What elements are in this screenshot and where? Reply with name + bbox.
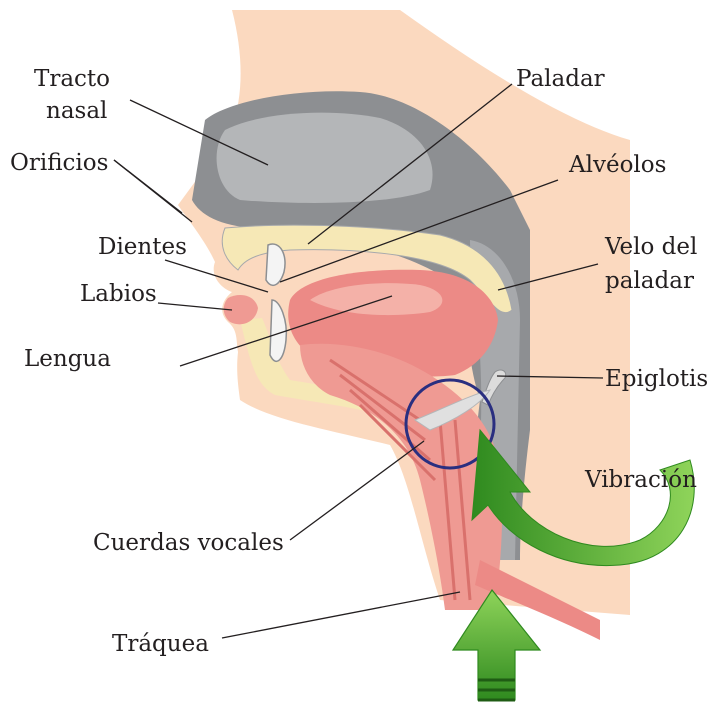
label-tracto-line2: nasal	[46, 98, 107, 124]
leader-labios	[158, 303, 232, 310]
label-lengua: Lengua	[24, 346, 111, 372]
leader-cuerdas-vocales	[290, 441, 424, 540]
leader-traquea	[222, 592, 460, 638]
label-cuerdas-vocales: Cuerdas vocales	[93, 530, 284, 556]
label-velo-line2: paladar	[605, 268, 694, 294]
label-labios: Labios	[80, 281, 157, 307]
label-vibracion: Vibración	[584, 467, 697, 493]
label-paladar: Paladar	[516, 66, 605, 92]
label-dientes: Dientes	[98, 234, 187, 260]
label-velo-line1: Velo del	[604, 234, 697, 260]
label-orificios: Orificios	[10, 150, 108, 176]
label-alveolos: Alvéolos	[568, 152, 666, 178]
label-traquea: Tráquea	[112, 631, 209, 657]
label-tracto-line1: Tracto	[34, 66, 110, 92]
leader-orificios-2	[114, 160, 192, 222]
label-epiglotis: Epiglotis	[605, 366, 708, 392]
